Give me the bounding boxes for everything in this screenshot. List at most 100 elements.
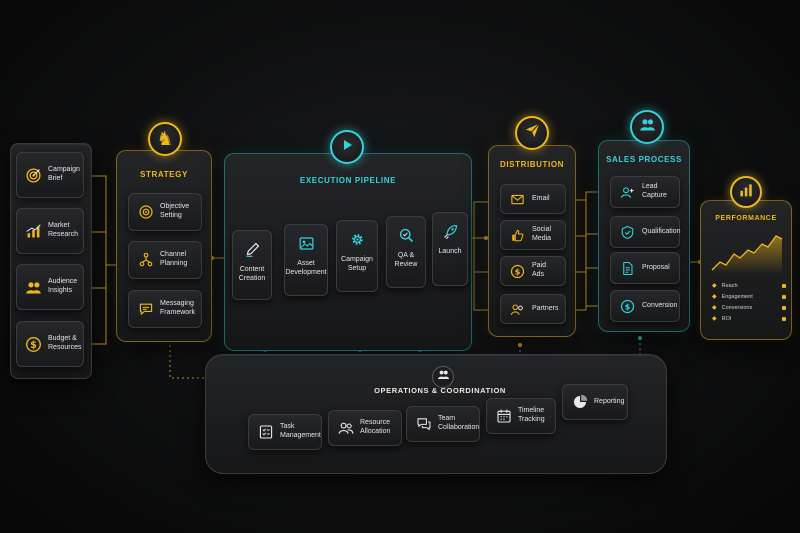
svg-text:$: $ [625,301,631,311]
input-campaign-brief[interactable]: Campaign Brief [16,152,84,198]
people-icon [509,301,526,318]
strategy-item-label: Channel Planning [160,251,188,267]
envelope-icon [509,191,526,208]
operations-item-label: Timeline Tracking [518,407,545,423]
distribution-item-label: Email [532,194,550,202]
image-icon [298,235,315,252]
input-label: Budget & Resources [48,335,82,351]
execution-step-launch[interactable]: Launch [432,212,468,286]
operations-badge [432,366,454,388]
operations-reporting[interactable]: Reporting [562,384,628,420]
strategy-messaging-framework[interactable]: Messaging Framework [128,290,202,328]
strategy-channel-planning[interactable]: Channel Planning [128,241,202,279]
operations-item-label: Resource Allocation [360,419,391,435]
shield-check-icon [619,224,636,241]
calendar-icon [495,408,512,425]
strategy-item-label: Messaging Framework [160,300,196,316]
metric-row: ◆Reach [712,280,786,291]
metric-row: ◆Engagement [712,291,786,302]
input-label: Market Research [48,222,78,238]
distribution-partners[interactable]: Partners [500,294,566,324]
metric-indicator [782,283,786,288]
execution-step-label: Campaign Setup [341,256,373,272]
dollar-icon: $ [509,263,526,280]
execution-step-content-creation[interactable]: Content Creation [232,230,272,300]
execution-title: EXECUTION PIPELINE [299,176,397,185]
target-icon [137,204,154,221]
sales-item-label: Proposal [642,263,670,271]
sales-item-label: Conversion [642,301,678,309]
input-budget-resources[interactable]: $ Budget & Resources [16,321,84,367]
strategy-badge: ♞ [148,122,182,156]
people-icon [437,368,450,386]
pencil-icon [244,241,261,258]
strategy-objective-setting[interactable]: Objective Setting [128,193,202,231]
metric-indicator [782,316,786,321]
gear-icon [349,231,366,248]
distribution-social-media[interactable]: Social Media [500,220,566,250]
strategy-item-label: Objective Setting [160,203,190,219]
sales-title: SALES PROCESS [606,155,682,164]
play-icon [339,137,355,158]
sales-lead-capture[interactable]: Lead Capture [610,176,680,208]
strategy-title: STRATEGY [140,170,188,179]
operations-resource-allocation[interactable]: Resource Allocation [328,410,402,446]
distribution-item-label: Partners [532,304,559,312]
pie-chart-icon [571,394,588,411]
metric-indicator [782,294,786,299]
people-icon [25,279,42,296]
distribution-item-label: Social Media [532,226,552,242]
sales-item-label: Lead Capture [642,183,667,199]
add-user-icon [619,184,636,201]
svg-text:$: $ [515,266,521,276]
execution-step-label: Content Creation [238,266,266,282]
input-market-research[interactable]: Market Research [16,208,84,254]
execution-step-label: Asset Development [285,260,327,276]
metric-label: Reach [721,282,738,289]
branch-icon [137,252,154,269]
metric-row: ◆Conversions [712,302,786,313]
sales-proposal[interactable]: Proposal [610,252,680,284]
rocket-icon [442,223,459,240]
chess-knight-icon: ♞ [156,127,174,150]
magnifier-icon [398,227,415,244]
sales-item-label: Qualification [642,227,681,235]
execution-step-qa-review[interactable]: QA & Review [386,216,426,288]
execution-step-label: Launch [438,248,462,255]
thumbs-up-icon [509,227,526,244]
metric-label: Engagement [721,293,753,300]
document-icon [619,260,636,277]
target-icon [25,167,42,184]
performance-metrics: ◆Reach ◆Engagement ◆Conversions ◆ROI [712,280,786,324]
bar-chart-icon [738,182,754,203]
metric-label: ROI [721,315,732,322]
sales-conversion[interactable]: $ Conversion [610,290,680,322]
operations-team-collaboration[interactable]: Team Collaboration [406,406,480,442]
operations-item-label: Team Collaboration [438,415,480,431]
bar-chart-icon [25,223,42,240]
operations-item-label: Task Management [280,423,321,439]
dollar-icon: $ [25,336,42,353]
chat-icon [415,416,432,433]
metric-row: ◆ROI [712,313,786,324]
distribution-email[interactable]: Email [500,184,566,214]
operations-timeline-tracking[interactable]: Timeline Tracking [486,398,556,434]
input-label: Campaign Brief [48,166,80,182]
performance-title: PERFORMANCE [715,215,777,222]
operations-title: OPERATIONS & COORDINATION [374,386,506,395]
distribution-item-label: Paid Ads [532,262,547,278]
dollar-icon: $ [619,298,636,315]
distribution-paid-ads[interactable]: $ Paid Ads [500,256,566,286]
svg-text:$: $ [30,339,37,350]
sales-qualification[interactable]: Qualification [610,216,681,248]
execution-step-campaign-setup[interactable]: Campaign Setup [336,220,378,292]
distribution-title: DISTRIBUTION [499,160,565,169]
checklist-icon [257,424,274,441]
metric-label: Conversions [721,304,753,311]
operations-task-management[interactable]: Task Management [248,414,322,450]
input-audience-insights[interactable]: Audience Insights [16,264,84,310]
performance-trend-graph [711,235,783,274]
people-icon [337,420,354,437]
execution-step-asset-development[interactable]: Asset Development [284,224,328,296]
people-icon [639,116,656,138]
